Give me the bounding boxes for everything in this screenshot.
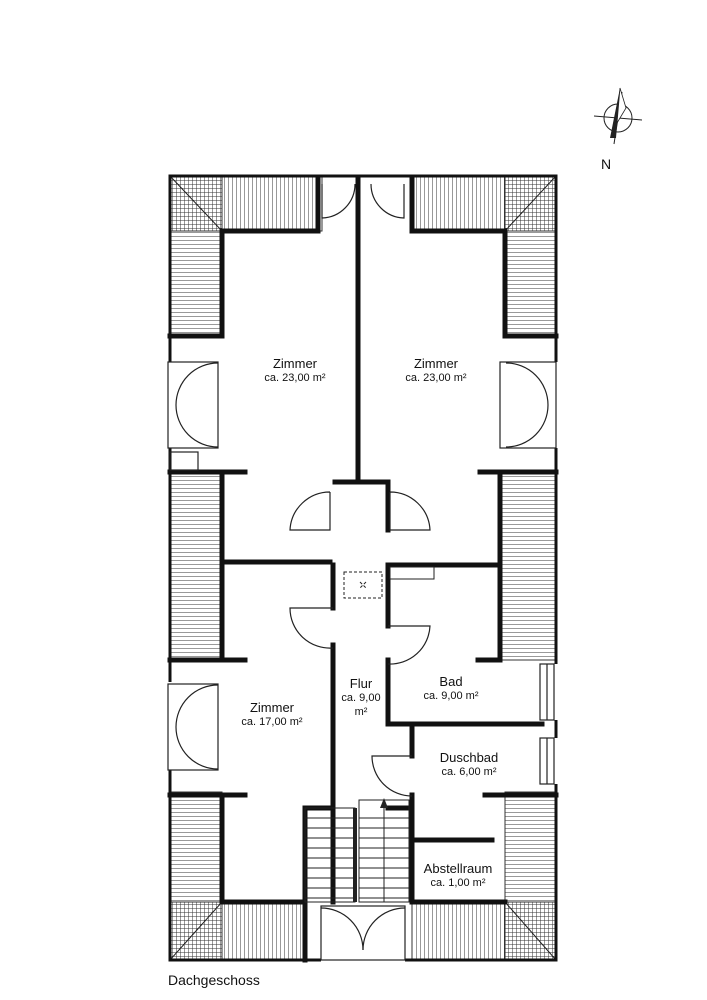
room-area: ca. 17,00 m² xyxy=(241,716,303,729)
room-label-zimmer-ne: Zimmer ca. 23,00 m² xyxy=(376,356,496,386)
room-area: ca. 9,00 m² xyxy=(423,690,479,703)
room-name: Zimmer xyxy=(249,700,295,715)
room-label-duschbad: Duschbad ca. 6,00 m² xyxy=(414,750,524,780)
room-area: ca. 1,00 m² xyxy=(430,877,486,890)
room-label-zimmer-sw: Zimmer ca. 17,00 m² xyxy=(212,700,332,730)
roof-slope-east-middle xyxy=(499,471,557,661)
room-area: ca. 9,00 xyxy=(341,692,381,705)
room-label-abstellraum: Abstellraum ca. 1,00 m² xyxy=(408,861,508,891)
shaft xyxy=(389,566,435,580)
room-name: Zimmer xyxy=(413,356,459,371)
room-name: Bad xyxy=(439,674,463,689)
room-name: Flur xyxy=(349,676,373,691)
stair-direction-arrow xyxy=(380,798,388,902)
room-label-flur: Flur ca. 9,00 m² xyxy=(328,676,394,720)
floor-caption: Dachgeschoss xyxy=(168,972,260,988)
interior-doors xyxy=(289,183,431,797)
skylight-marker xyxy=(343,571,383,599)
staircase xyxy=(304,799,410,903)
room-area: ca. 23,00 m² xyxy=(405,372,467,385)
north-label: N xyxy=(601,156,612,172)
room-name: Abstellraum xyxy=(423,861,493,876)
room-name: Duschbad xyxy=(439,750,499,765)
room-area: ca. 23,00 m² xyxy=(264,372,326,385)
balcony-door-nw xyxy=(167,361,219,449)
roof-slopes xyxy=(169,175,557,961)
entrance-door xyxy=(320,905,406,961)
balcony-door-sw xyxy=(167,683,219,771)
room-area: ca. 6,00 m² xyxy=(441,766,497,779)
north-compass-icon xyxy=(593,87,643,145)
roof-slope-west-middle xyxy=(169,471,221,661)
room-label-bad: Bad ca. 9,00 m² xyxy=(396,674,506,704)
windows xyxy=(167,361,557,961)
balcony-door-ne xyxy=(499,361,557,449)
walls xyxy=(167,174,559,963)
room-label-zimmer-nw: Zimmer ca. 23,00 m² xyxy=(235,356,355,386)
room-area-unit: m² xyxy=(354,706,368,718)
room-name: Zimmer xyxy=(272,356,318,371)
